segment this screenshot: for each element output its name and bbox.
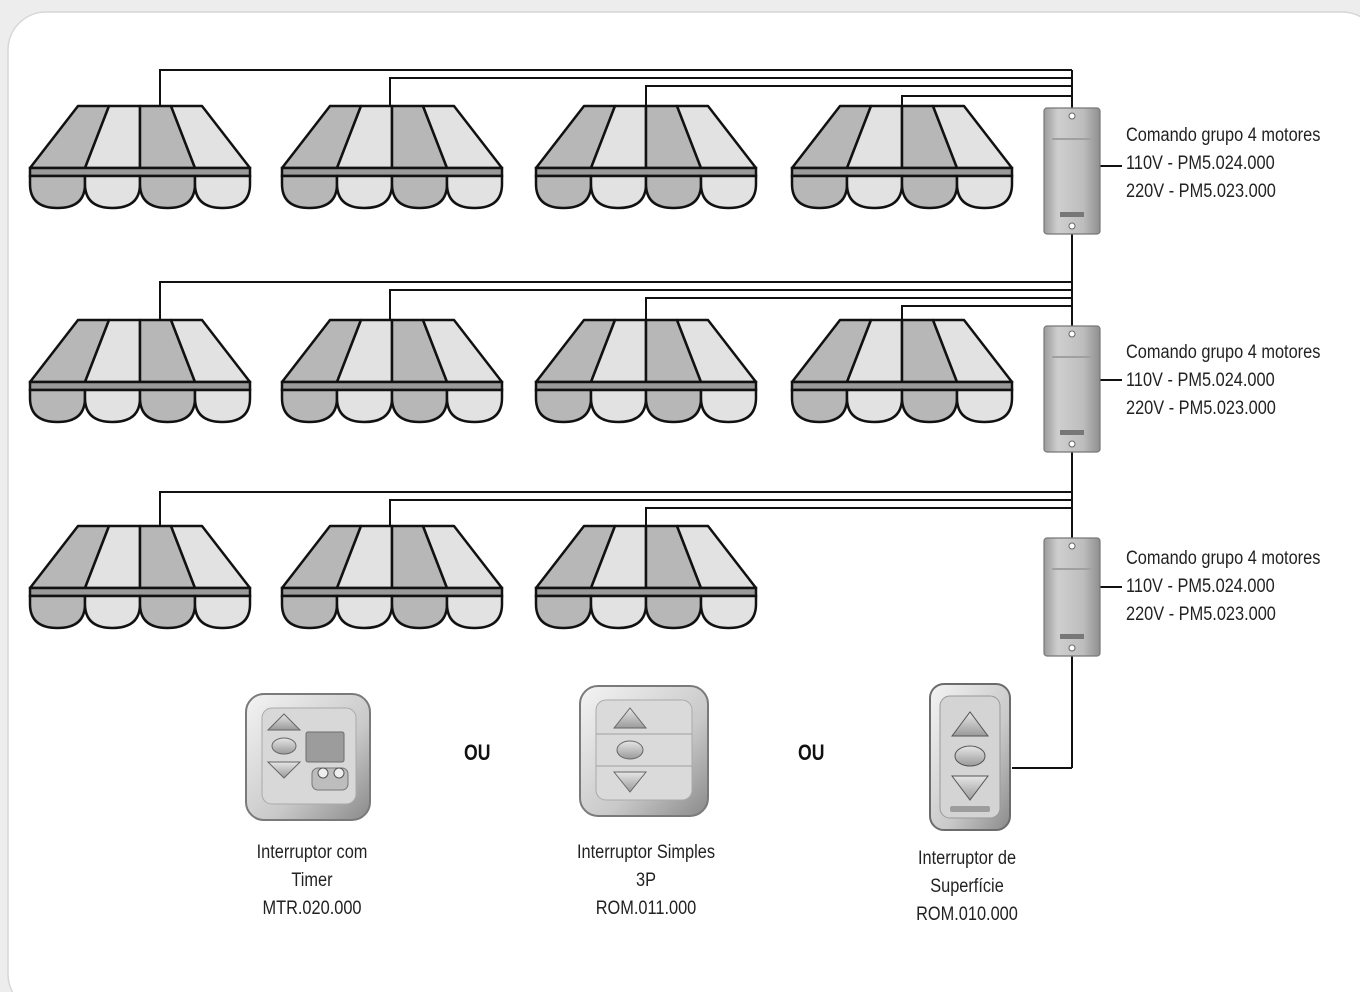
motor-wire: [901, 305, 1072, 322]
control-box-2: [1043, 325, 1101, 453]
switch-name: Interruptor Simples: [576, 842, 716, 863]
timer-switch-image: [245, 693, 371, 821]
awning-r3-c3: [534, 524, 758, 630]
simple-switch-image: [579, 685, 709, 817]
simple-switch-caption: Interruptor Simples 3P ROM.011.000: [560, 839, 732, 923]
awning-r1-c1: [28, 104, 252, 210]
control-box-110v: 110V - PM5.024.000: [1126, 153, 1275, 174]
control-box-220v: 220V - PM5.023.000: [1126, 604, 1276, 625]
control-box-220v: 220V - PM5.023.000: [1126, 181, 1276, 202]
switch-name: Interruptor de: [917, 848, 1017, 869]
control-box-220v: 220V - PM5.023.000: [1126, 398, 1276, 419]
awning-r2-c3: [534, 318, 758, 424]
awning-r2-c2: [280, 318, 504, 424]
motor-wire: [645, 507, 1072, 528]
switch-type: Superfície: [930, 876, 1004, 897]
control-box-110v: 110V - PM5.024.000: [1126, 576, 1275, 597]
control-box-label-1: Comando grupo 4 motores 110V - PM5.024.0…: [1126, 122, 1320, 206]
switch-name: Interruptor com: [256, 842, 368, 863]
motor-wire: [389, 499, 1072, 528]
awning-r3-c1: [28, 524, 252, 630]
control-box-title: Comando grupo 4 motores: [1126, 548, 1321, 569]
awning-r1-c3: [534, 104, 758, 210]
control-box-title: Comando grupo 4 motores: [1126, 342, 1321, 363]
motor-wire: [389, 77, 1072, 108]
awning-r1-c2: [280, 104, 504, 210]
awnings-group: [28, 104, 1014, 630]
switch-code: ROM.011.000: [595, 898, 697, 919]
timer-switch-caption: Interruptor com Timer MTR.020.000: [226, 839, 398, 923]
or-separator-2: OU: [798, 740, 825, 765]
motor-wire: [645, 85, 1072, 108]
awning-r1-c4: [790, 104, 1014, 210]
motor-wire: [159, 491, 1072, 528]
motor-wire: [645, 297, 1072, 322]
control-box-title: Comando grupo 4 motores: [1126, 125, 1321, 146]
control-box-label-2: Comando grupo 4 motores 110V - PM5.024.0…: [1126, 339, 1320, 423]
surface-switch-caption: Interruptor de Superfície ROM.010.000: [881, 845, 1053, 929]
motor-wire: [901, 95, 1072, 108]
motor-wire: [159, 69, 1072, 108]
switch-type: 3P: [636, 870, 656, 891]
wiring: [159, 69, 1122, 769]
control-box-label-3: Comando grupo 4 motores 110V - PM5.024.0…: [1126, 545, 1320, 629]
control-box-110v: 110V - PM5.024.000: [1126, 370, 1275, 391]
awning-r3-c2: [280, 524, 504, 630]
motor-wire: [159, 281, 1072, 322]
awning-r2-c1: [28, 318, 252, 424]
or-separator-1: OU: [464, 740, 491, 765]
switch-type: Timer: [291, 870, 333, 891]
switch-code: MTR.020.000: [262, 898, 362, 919]
surface-switch-image: [929, 683, 1011, 831]
control-box-3: [1043, 537, 1101, 657]
motor-wire: [389, 289, 1072, 322]
awning-r2-c4: [790, 318, 1014, 424]
control-boxes-group: [1043, 107, 1101, 657]
switch-code: ROM.010.000: [916, 904, 1018, 925]
control-box-1: [1043, 107, 1101, 235]
